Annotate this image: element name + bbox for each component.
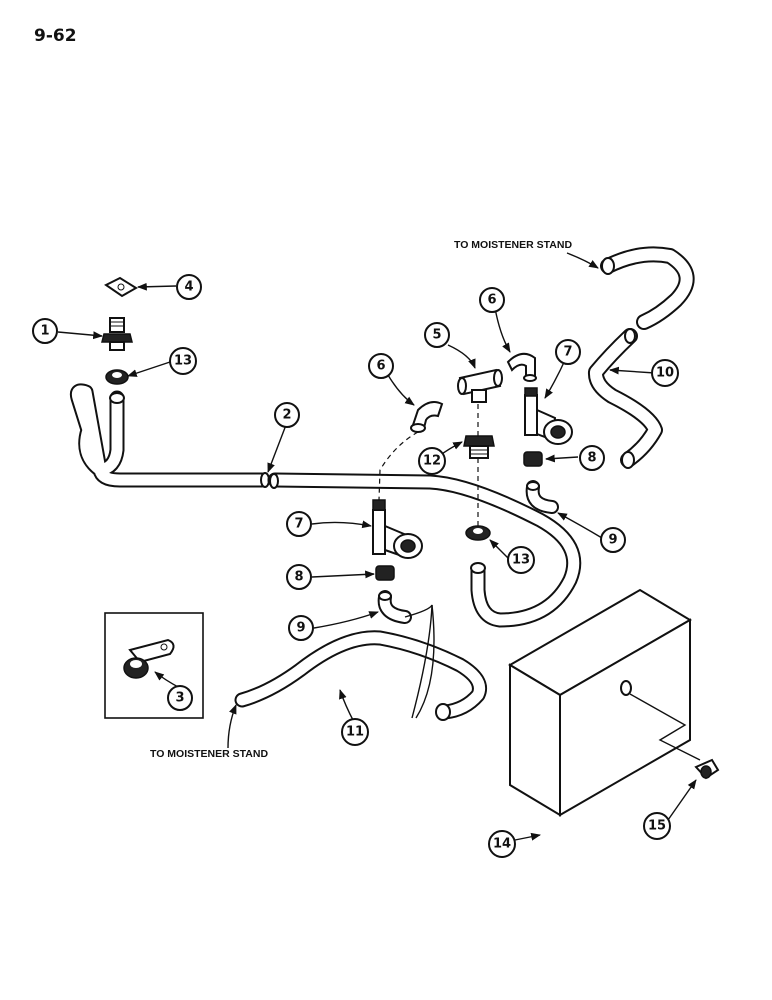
callout-2: 2: [274, 402, 300, 428]
hose-10: [587, 246, 695, 469]
svg-text:4: 4: [184, 280, 193, 295]
callout-6-right: 6: [479, 287, 505, 313]
svg-text:6: 6: [487, 293, 496, 308]
part-7-valve-left: [372, 499, 423, 559]
callout-13-left: 13: [169, 347, 197, 375]
hose-11: [234, 604, 487, 721]
callout-15: 15: [643, 812, 671, 840]
callout-10: 10: [651, 359, 679, 387]
callout-7-left: 7: [286, 511, 312, 537]
svg-text:6: 6: [376, 359, 385, 374]
hose-9-left: [377, 590, 412, 624]
part-13-nut-middle: [465, 525, 491, 541]
svg-text:13: 13: [174, 354, 192, 369]
svg-text:7: 7: [294, 517, 303, 532]
callout-9-left: 9: [288, 615, 314, 641]
callout-8-left: 8: [286, 564, 312, 590]
svg-text:11: 11: [346, 725, 364, 740]
callout-4: 4: [176, 274, 202, 300]
svg-text:10: 10: [656, 366, 674, 381]
callout-8-right: 8: [579, 445, 605, 471]
part-14-tank: [508, 588, 701, 817]
svg-text:7: 7: [563, 345, 572, 360]
part-15-wingnut: [694, 758, 720, 780]
callout-7-right: 7: [555, 339, 581, 365]
assembly-lines: [378, 404, 479, 526]
svg-text:9: 9: [296, 621, 305, 636]
svg-text:1: 1: [40, 324, 49, 339]
part-13-nut-left: [105, 369, 129, 385]
label-to-moistener-stand-top: TO MOISTENER STAND: [454, 239, 572, 251]
callout-14: 14: [488, 830, 516, 858]
part-8-nut-right: [523, 451, 543, 467]
callout-9-right: 9: [600, 527, 626, 553]
svg-text:9: 9: [608, 533, 617, 548]
svg-text:8: 8: [294, 570, 303, 585]
svg-text:2: 2: [282, 408, 291, 423]
hose-2-left: [69, 383, 270, 488]
part-4-clip: [104, 276, 138, 298]
callout-13-middle: 13: [507, 546, 535, 574]
svg-text:12: 12: [423, 454, 441, 469]
part-1-fitting: [101, 317, 133, 351]
part-12-fitting: [463, 435, 495, 459]
hose-2-right: [267, 472, 582, 628]
svg-text:5: 5: [432, 328, 441, 343]
part-6-elbow-right: [506, 352, 537, 382]
part-8-nut-left: [375, 565, 395, 581]
part-6-elbow-middle: [410, 401, 444, 433]
callout-6-middle: 6: [368, 353, 394, 379]
callout-5: 5: [424, 322, 450, 348]
callout-3: 3: [167, 685, 193, 711]
callout-1: 1: [32, 318, 58, 344]
callout-11: 11: [341, 718, 369, 746]
part-5-tee: [457, 368, 503, 403]
svg-text:13: 13: [512, 553, 530, 568]
callout-12: 12: [418, 447, 446, 475]
svg-text:8: 8: [587, 451, 596, 466]
svg-text:3: 3: [175, 691, 184, 706]
page-number: 9-62: [34, 26, 77, 46]
svg-text:15: 15: [648, 819, 666, 834]
hose-9-right: [525, 480, 559, 514]
svg-text:14: 14: [493, 837, 511, 852]
label-to-moistener-stand-bottom: TO MOISTENER STAND: [150, 748, 268, 760]
part-7-valve-right: [524, 387, 573, 445]
